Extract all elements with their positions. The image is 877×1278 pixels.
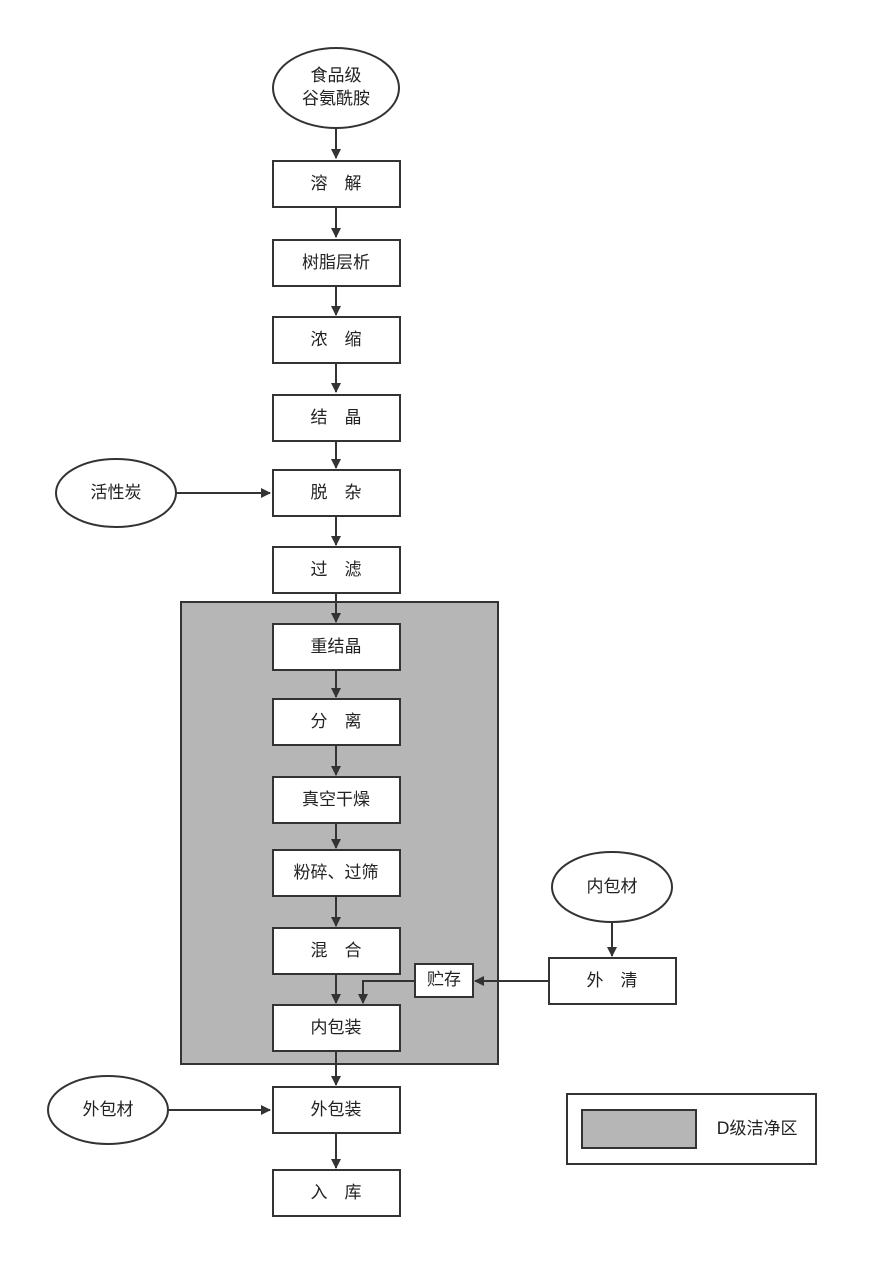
inner-pack-label: 内包装 <box>311 1018 362 1038</box>
node-activated-carbon: 活性炭 <box>55 458 177 528</box>
outer-pack-label: 外包装 <box>311 1100 362 1120</box>
separate-label: 分 离 <box>311 712 362 732</box>
node-outer-material: 外包材 <box>47 1075 169 1145</box>
node-mix: 混 合 <box>272 927 401 975</box>
raw-material-label-line2: 谷氨酰胺 <box>302 89 370 109</box>
mix-label: 混 合 <box>311 941 362 961</box>
node-inner-pack: 内包装 <box>272 1004 401 1052</box>
legend-label: D级洁净区 <box>716 1119 797 1139</box>
edge-storage-to-innerpack <box>358 980 415 1004</box>
node-filter: 过 滤 <box>272 546 401 594</box>
node-crush-sieve: 粉碎、过筛 <box>272 849 401 897</box>
node-raw-material: 食品级 谷氨酰胺 <box>272 47 400 129</box>
node-separate: 分 离 <box>272 698 401 746</box>
node-vacuum-dry: 真空干燥 <box>272 776 401 824</box>
outer-material-label: 外包材 <box>83 1100 134 1120</box>
resin-chromatography-label: 树脂层析 <box>302 253 370 273</box>
vacuum-dry-label: 真空干燥 <box>302 790 370 810</box>
node-outer-pack: 外包装 <box>272 1086 401 1134</box>
node-dissolve: 溶 解 <box>272 160 401 208</box>
activated-carbon-label: 活性炭 <box>91 483 142 503</box>
node-concentrate: 浓 缩 <box>272 316 401 364</box>
node-resin-chromatography: 树脂层析 <box>272 239 401 287</box>
legend-swatch <box>581 1109 697 1149</box>
warehouse-label: 入 库 <box>311 1183 362 1203</box>
filter-label: 过 滤 <box>311 560 362 580</box>
node-crystallize: 结 晶 <box>272 394 401 442</box>
connectors <box>168 128 617 1169</box>
crystallize-label: 结 晶 <box>311 408 362 428</box>
concentrate-label: 浓 缩 <box>311 330 362 350</box>
raw-material-label-line1: 食品级 <box>311 66 362 86</box>
legend: D级洁净区 <box>566 1093 817 1165</box>
node-warehouse: 入 库 <box>272 1169 401 1217</box>
node-decolor: 脱 杂 <box>272 469 401 517</box>
node-recrystallize: 重结晶 <box>272 623 401 671</box>
inner-material-label: 内包材 <box>587 877 638 897</box>
node-storage: 贮存 <box>414 963 474 998</box>
recrystallize-label: 重结晶 <box>311 637 362 657</box>
outer-clean-label: 外 清 <box>587 971 638 991</box>
node-outer-clean: 外 清 <box>548 957 677 1005</box>
storage-label: 贮存 <box>427 970 461 990</box>
decolor-label: 脱 杂 <box>311 483 362 503</box>
node-inner-material: 内包材 <box>551 851 673 923</box>
dissolve-label: 溶 解 <box>311 174 362 194</box>
crush-sieve-label: 粉碎、过筛 <box>294 863 379 883</box>
